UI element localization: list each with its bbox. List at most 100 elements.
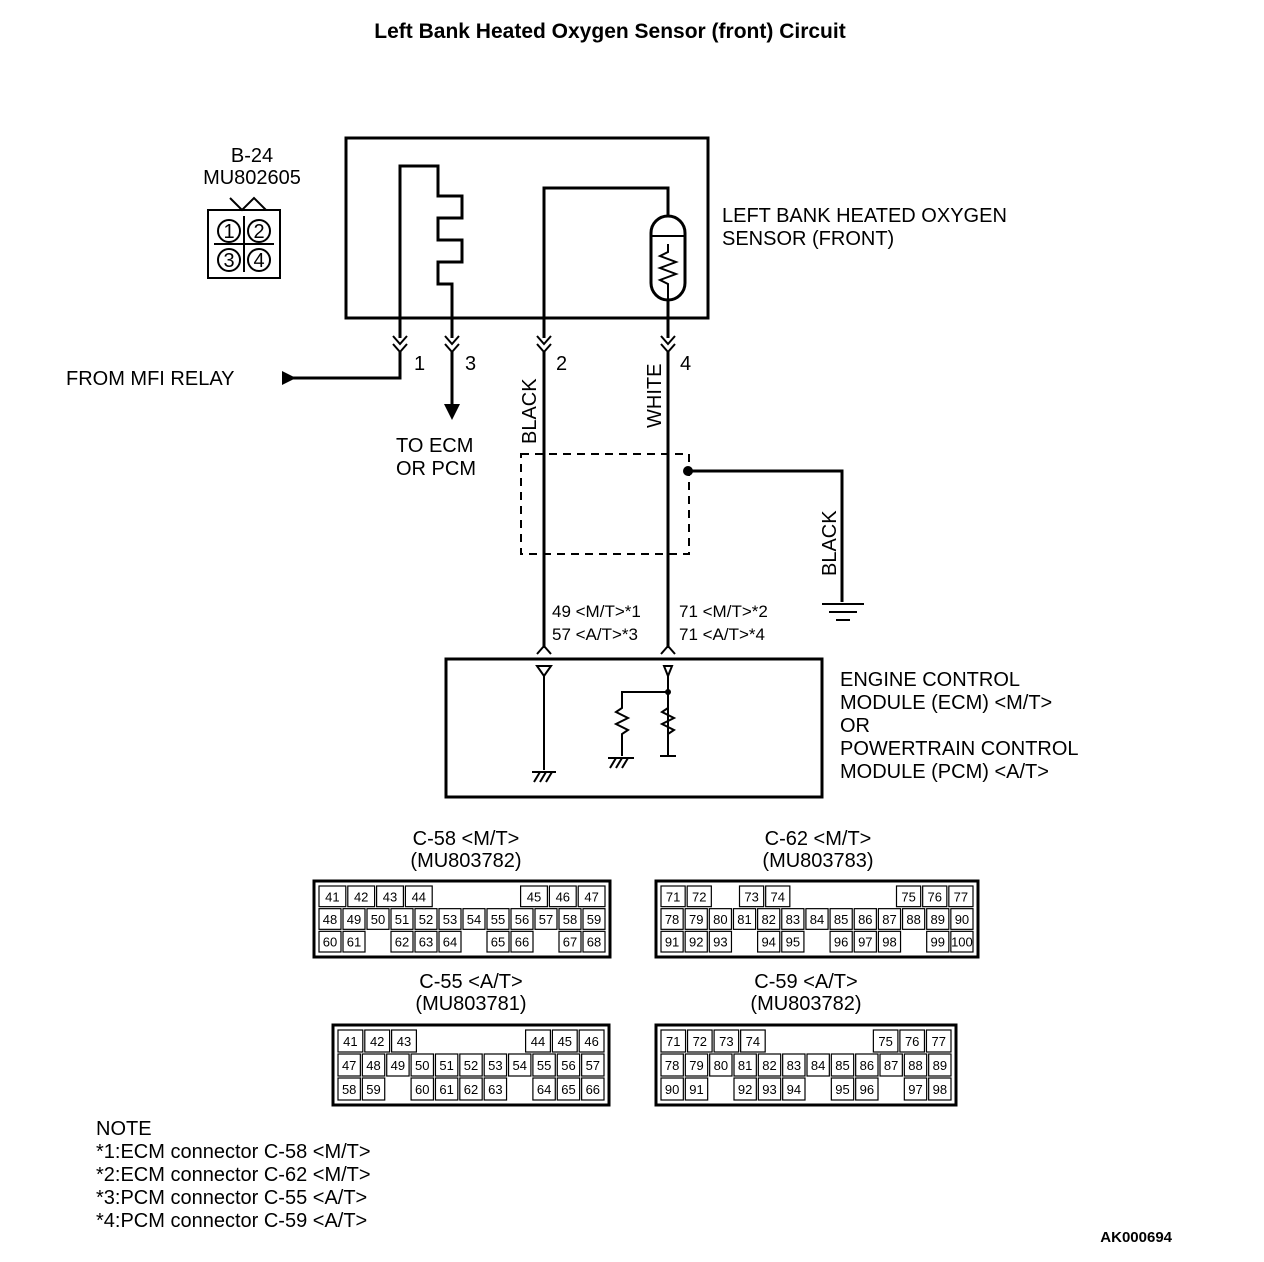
connector-pin-number: 100 — [951, 935, 973, 950]
connector-pin-number: 67 — [563, 935, 577, 950]
connector-pin-number: 72 — [693, 1034, 707, 1049]
pin-1-circle — [217, 219, 241, 243]
connector-pin-cell — [548, 885, 577, 908]
connector-grids: C-58 <M/T> (MU803782) C-62 <M/T> (MU8037… — [312, 828, 980, 1107]
ecm-label-4: POWERTRAIN CONTROL — [840, 738, 1079, 760]
connector-pin-cell — [757, 1077, 782, 1101]
connector-pin-cell — [582, 930, 606, 953]
connector-pin-number: 89 — [931, 912, 945, 927]
connector-pin-cell — [318, 930, 342, 953]
connector-pin-cell — [950, 930, 974, 953]
connector-pin-cell — [738, 885, 765, 908]
ecm-bias-resistor-icon — [659, 707, 677, 735]
connector-pin-number: 83 — [787, 1058, 801, 1073]
connector-pin-number: 60 — [323, 935, 337, 950]
oxygen-sensor: LEFT BANK HEATED OXYGEN SENSOR (FRONT) — [344, 136, 1007, 338]
connector-pin-cell — [901, 908, 926, 930]
connector-pin-number: 53 — [488, 1058, 502, 1073]
connector-pin-number: 76 — [928, 889, 942, 904]
connector-pin-number: 46 — [584, 1034, 598, 1049]
connector-pin-number: 71 — [666, 1034, 680, 1049]
note-line-3: *3:PCM connector C-55 <A/T> — [96, 1187, 367, 1209]
connector-pin-number: 45 — [558, 1034, 572, 1049]
connector-pin-cell — [660, 930, 684, 953]
connector-pin-cell — [581, 1077, 605, 1101]
heater-element-icon — [398, 164, 464, 338]
connector-pin-cell — [926, 930, 950, 953]
connector-pin-number: 94 — [761, 935, 775, 950]
connector-pin-number: 92 — [689, 935, 703, 950]
connector-pin-cell — [903, 1077, 928, 1101]
connector-pin-cell — [855, 1077, 879, 1101]
connector-pin-number: 86 — [860, 1058, 874, 1073]
connector-pin-number: 42 — [354, 889, 368, 904]
ecm-pulldown-resistor-icon — [613, 691, 668, 756]
pin-number-1: 1 — [414, 353, 425, 375]
connector-c55-part: (MU803781) — [415, 993, 526, 1015]
connector-pin-cell — [342, 908, 366, 930]
connector-pin-cell — [781, 930, 805, 953]
connector-pin-number: 61 — [347, 935, 361, 950]
connector-pin-number: 47 — [342, 1058, 356, 1073]
connector-pin-cell — [410, 1077, 435, 1101]
connector-pin-number: 90 — [665, 1082, 679, 1097]
connector-pin-number: 97 — [858, 935, 872, 950]
connector-pin-cell — [903, 1053, 928, 1077]
connector-pin-cell — [507, 1053, 532, 1077]
sensor-resistor-icon — [657, 244, 679, 300]
ecm-label-5: MODULE (PCM) <A/T> — [840, 761, 1049, 783]
diagram-title: Left Bank Heated Oxygen Sensor (front) C… — [374, 20, 845, 43]
connector-c58-title: C-58 <M/T> — [413, 828, 520, 850]
connector-pin-number: 57 — [586, 1058, 600, 1073]
connector-pin-number: 82 — [761, 912, 775, 927]
connector-pin-number: 49 — [347, 912, 361, 927]
connector-pin-cell — [684, 908, 708, 930]
connector-pin-cell — [732, 908, 757, 930]
connector-pin-number: 79 — [689, 912, 703, 927]
connector-pin-cell — [391, 1029, 418, 1053]
connector-pin-cell — [855, 1053, 879, 1077]
connector-pin-cell — [950, 908, 974, 930]
connector-pin-number: 95 — [835, 1082, 849, 1097]
connector-pin-cell — [337, 1053, 361, 1077]
connector-pin-cell — [872, 1029, 899, 1053]
connector-pin-number: 97 — [908, 1082, 922, 1097]
relay-arrow-icon — [282, 371, 296, 385]
ecm-label-2: MODULE (ECM) <M/T> — [840, 692, 1052, 714]
connector-pin-number: 94 — [787, 1082, 801, 1097]
connector-pin-cell — [899, 1029, 926, 1053]
connector-pin-number: 77 — [954, 889, 968, 904]
connector-pin-cell — [733, 1053, 757, 1077]
connector-pin-number: 91 — [689, 1082, 703, 1097]
connector-pin-cell — [556, 1053, 581, 1077]
shield-wire-color: BLACK — [819, 510, 841, 576]
connector-pin-number: 86 — [858, 912, 872, 927]
connector-pin-cell — [578, 1029, 605, 1053]
connector-pin-cell — [337, 1077, 361, 1101]
connector-pin-number: 66 — [515, 935, 529, 950]
connector-pin-cell — [879, 1053, 903, 1077]
connector-pin-cell — [347, 885, 376, 908]
connector-pin-number: 95 — [786, 935, 800, 950]
connector-pin-number: 80 — [714, 1058, 728, 1073]
connector-pin-number: 55 — [537, 1058, 551, 1073]
connector-pin-cell — [582, 908, 606, 930]
connector-pin-cell — [948, 885, 974, 908]
connector-pin-cell — [895, 885, 922, 908]
connector-pin-cell — [532, 1053, 556, 1077]
connector-pin-cell — [922, 885, 948, 908]
connector-pin-number: 73 — [719, 1034, 733, 1049]
connector-b24: B-24 MU802605 1 2 3 4 — [203, 145, 301, 279]
sensor-label-line-1: LEFT BANK HEATED OXYGEN — [722, 205, 1007, 227]
connector-c62-part: (MU803783) — [762, 850, 873, 872]
connector-pin-cell — [404, 885, 433, 908]
connector-pin-number: 84 — [810, 912, 824, 927]
ground-icon — [822, 603, 864, 621]
connector-pin-number: 44 — [531, 1034, 545, 1049]
ecm-label-1: ENGINE CONTROL — [840, 669, 1020, 691]
connector-pin-cell — [483, 1053, 508, 1077]
connector-pin-cell — [830, 1053, 855, 1077]
connector-pin-cell — [806, 1053, 830, 1077]
connector-pin-number: 75 — [878, 1034, 892, 1049]
